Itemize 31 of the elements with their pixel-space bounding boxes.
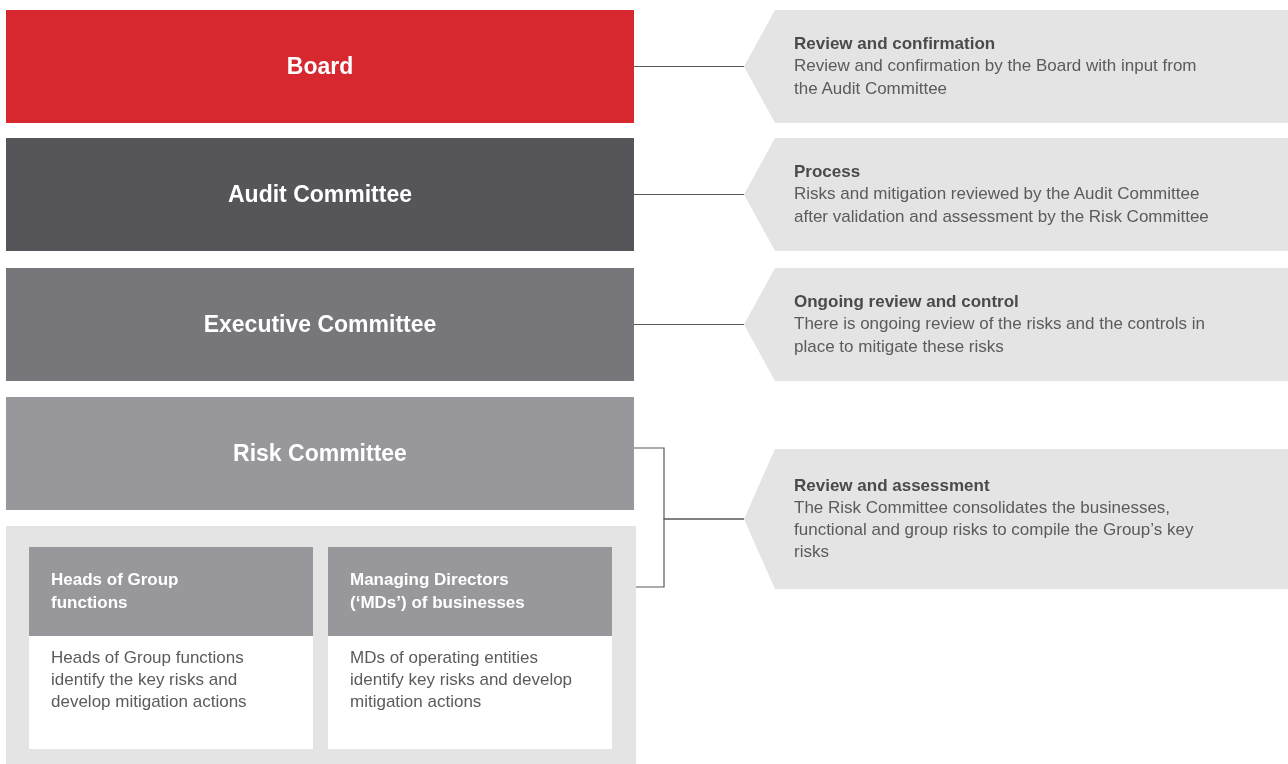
box-title: Risk Committee	[233, 440, 407, 467]
connector-line	[633, 193, 745, 196]
chevron-panel	[744, 449, 1288, 589]
panel-heading: Process	[794, 161, 862, 184]
chevron-panel	[744, 138, 1288, 251]
connector-line	[635, 518, 745, 588]
committee-box	[6, 10, 634, 123]
box-title: Audit Committee	[228, 181, 412, 208]
chevron-panel	[744, 10, 1288, 123]
card	[328, 547, 612, 749]
connector-line	[633, 65, 745, 68]
group-panel	[6, 526, 636, 764]
committee-box	[6, 268, 634, 381]
box-title: Board	[286, 53, 354, 80]
chevron-panel	[744, 268, 1288, 381]
committee-box	[6, 397, 634, 510]
panel-text: The Risk Committee consolidates the businesses, functional and group risks to compile the Group’s key risks	[794, 496, 1195, 564]
panel-heading: Review and confirmation	[794, 33, 997, 56]
card-text: MDs of operating entities identify key risks and develop mitigation actions	[350, 647, 574, 714]
box-title: Executive Committee	[203, 311, 437, 338]
card-heading: Heads of Group functions	[29, 547, 313, 636]
panel-text: There is ongoing review of the risks and the controls in place to mitigate these risks	[794, 313, 1207, 358]
card-heading: Managing Directors (‘MDs’) of businesses	[328, 547, 612, 636]
panel-text: Risks and mitigation reviewed by the Audit Committee after validation and assessment by the Risk Committee	[794, 183, 1210, 228]
card	[29, 547, 313, 749]
panel-heading: Review and assessment	[794, 474, 991, 497]
panel-heading: Ongoing review and control	[794, 291, 1020, 314]
panel-text: Review and confirmation by the Board with input from the Audit Committee	[794, 55, 1198, 100]
card-text: Heads of Group functions identify the key risks and develop mitigation actions	[51, 647, 248, 714]
committee-box	[6, 138, 634, 251]
connector-line	[633, 323, 745, 326]
